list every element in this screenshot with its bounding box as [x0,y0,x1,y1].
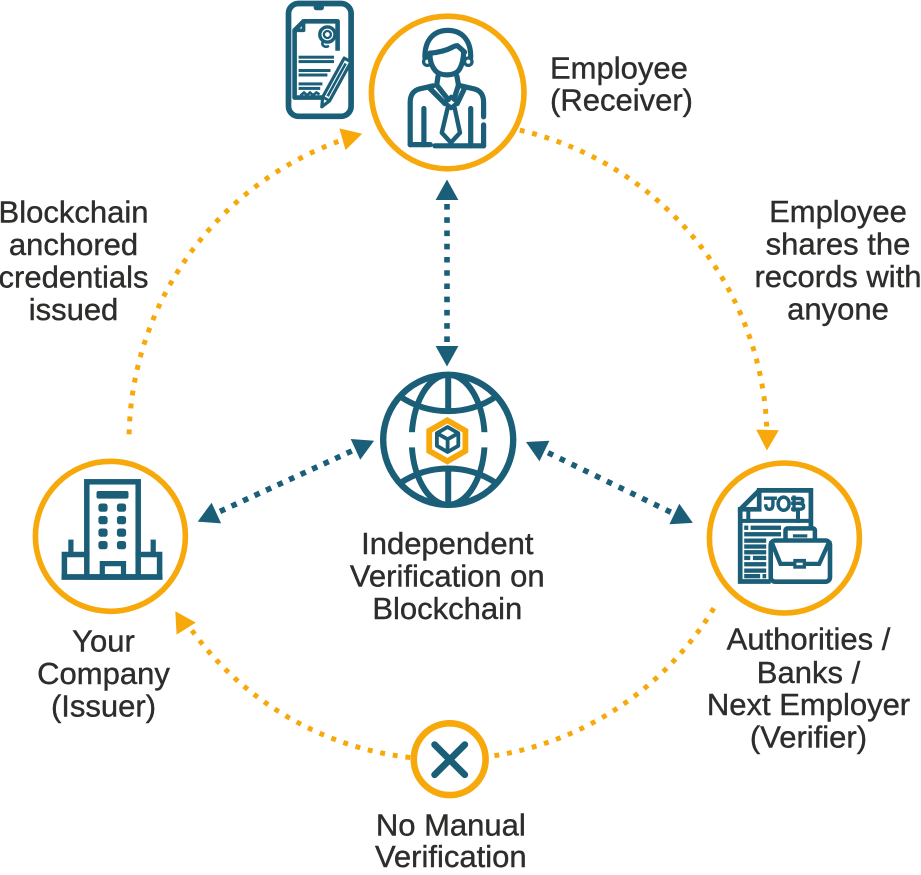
svg-text:Your: Your [72,624,135,659]
svg-text:issued: issued [29,292,119,327]
svg-text:(Verifier): (Verifier) [750,720,867,755]
svg-text:Authorities /: Authorities / [727,622,891,657]
svg-text:Blockchain: Blockchain [372,591,522,626]
svg-text:anchored: anchored [9,227,138,262]
svg-text:Employee: Employee [769,194,907,229]
svg-text:anyone: anyone [787,292,889,327]
svg-text:Company: Company [37,656,170,691]
svg-text:Blockchain: Blockchain [0,194,148,229]
svg-text:Independent: Independent [361,526,534,561]
svg-text:Employee: Employee [550,50,688,85]
svg-text:credentials: credentials [0,259,148,294]
svg-text:Verification on: Verification on [350,559,545,594]
svg-text:records with: records with [754,259,921,294]
svg-text:shares the: shares the [766,227,911,262]
svg-text:(Receiver): (Receiver) [550,83,693,118]
svg-text:(Issuer): (Issuer) [51,689,156,724]
svg-text:Verification: Verification [375,839,527,870]
svg-text:No Manual: No Manual [376,808,526,843]
svg-text:Next Employer: Next Employer [707,687,910,722]
svg-text:Banks /: Banks / [757,655,861,690]
